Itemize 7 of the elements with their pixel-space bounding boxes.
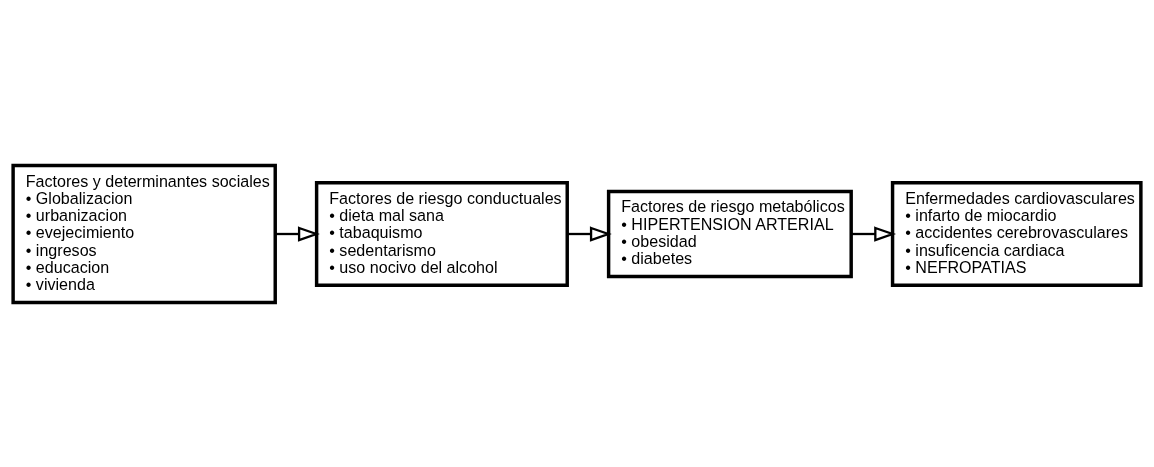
node-box: Enfermedades cardiovasculares • infarto de miocardio • accidentes cerebrovasculares • insuficencia cardiaca • NEFROPATIAS xyxy=(890,180,1143,287)
node-box: Factores de riesgo metabólicos • HIPERTENSION ARTERIAL • obesidad • diabetes xyxy=(606,189,853,278)
node-box: Factores y determinantes sociales • Globalizacion • urbanizacion • evejecimiento • ingresos • educacion • vivienda xyxy=(11,163,277,304)
arrow xyxy=(567,225,612,242)
arrow xyxy=(275,225,320,242)
node-box: Factores de riesgo conductuales • dieta mal sana • tabaquismo • sedentarismo • uso nocivo del alcohol xyxy=(314,180,569,287)
arrow xyxy=(851,225,897,242)
